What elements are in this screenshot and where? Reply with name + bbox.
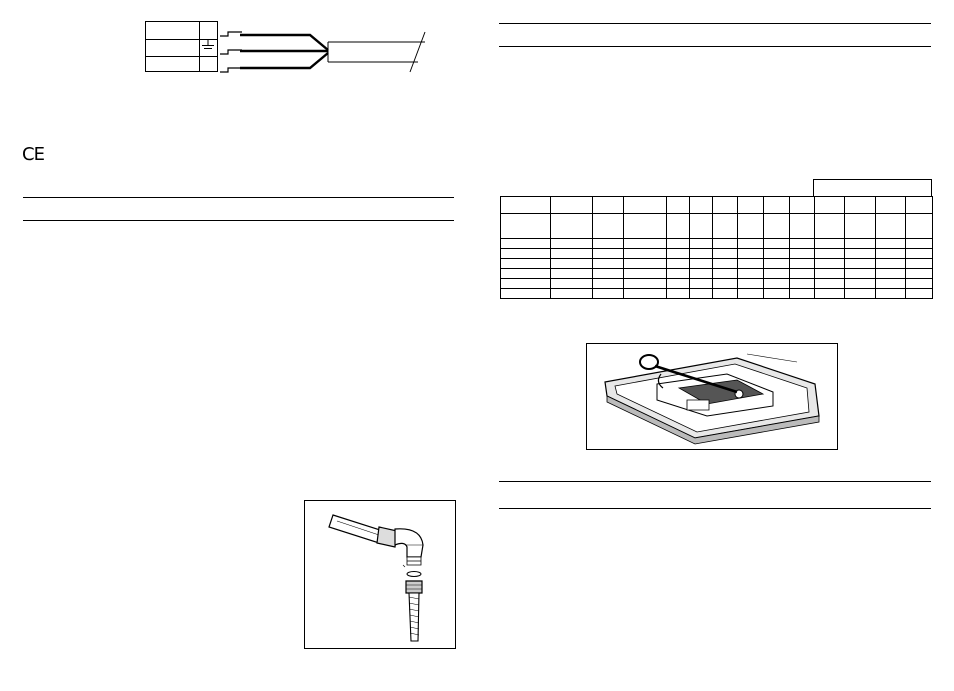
right-lower-rule-top: [499, 481, 931, 482]
table-row: [500, 268, 933, 279]
table-row: [500, 213, 933, 239]
earth-ground-icon: [202, 40, 214, 49]
right-lower-rule-bottom: [499, 508, 931, 509]
left-section-rule-bottom: [23, 220, 454, 221]
wiring-diagram: [140, 18, 440, 78]
specification-table: [500, 196, 933, 299]
right-section-rule-bottom: [499, 46, 931, 47]
oven-burner-adjustment-icon: [604, 353, 820, 445]
table-row: [500, 196, 933, 214]
table-row: [500, 248, 933, 259]
gas-hose-elbow-connector-icon: [328, 514, 424, 642]
table-row: [500, 288, 933, 299]
table-row: [500, 258, 933, 269]
table-row: [500, 278, 933, 289]
left-section-rule-top: [23, 197, 454, 198]
hose-connection-figure: [304, 500, 456, 649]
right-section-rule-top: [499, 23, 931, 24]
wiring-diagram-drawing: [145, 21, 426, 73]
table-group-header: [813, 179, 932, 197]
oven-burner-figure: [586, 343, 838, 450]
ce-mark: CE: [22, 144, 45, 165]
table-row: [500, 238, 933, 249]
